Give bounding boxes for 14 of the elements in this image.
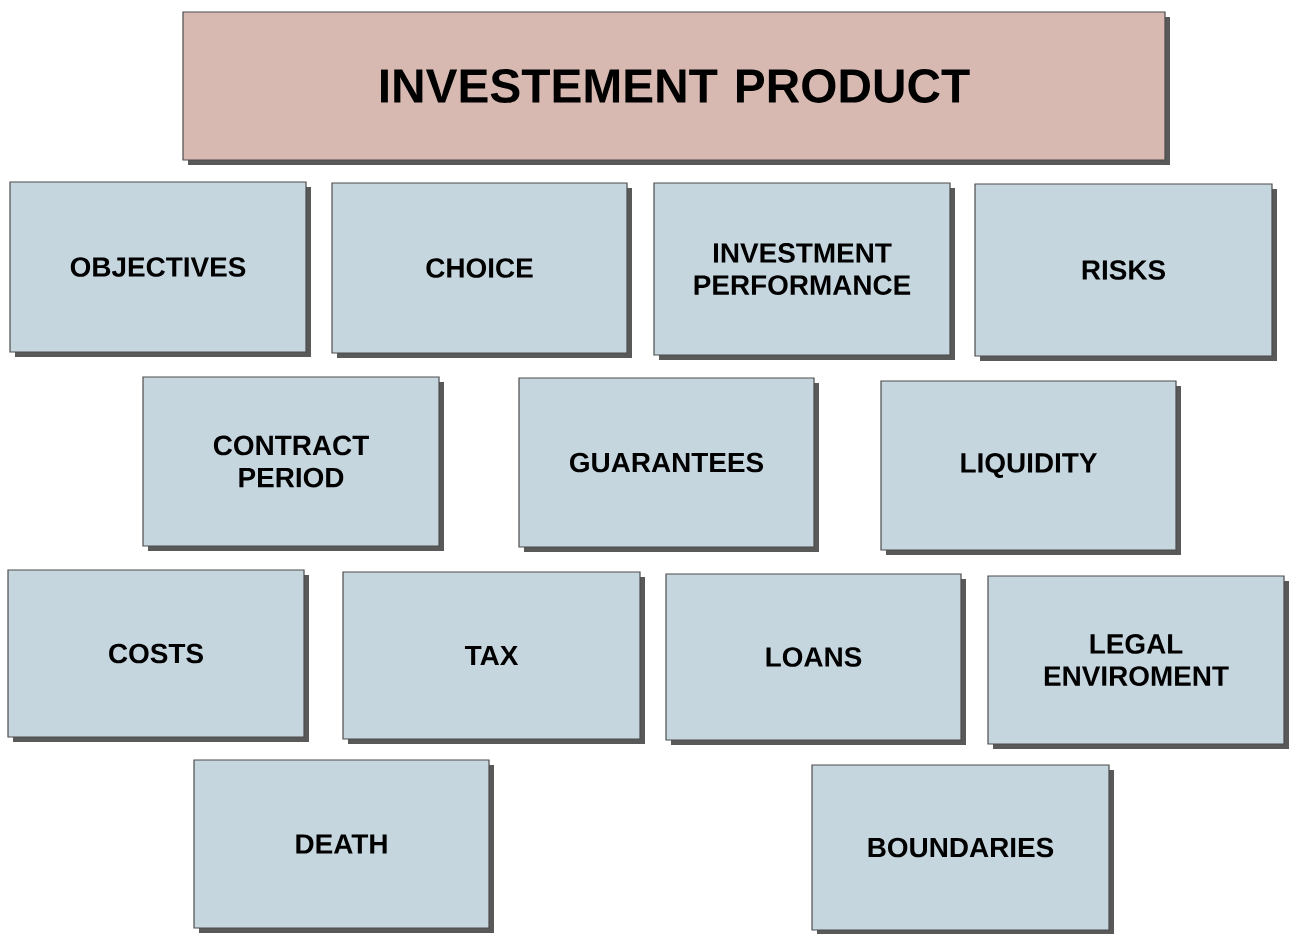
topic-box: RISKS bbox=[974, 183, 1277, 361]
topic-box: DEATH bbox=[193, 759, 494, 933]
topic-box: GUARANTEES bbox=[518, 377, 819, 552]
topic-box: CHOICE bbox=[331, 182, 632, 358]
topic-box: OBJECTIVES bbox=[9, 181, 311, 357]
topic-box: LEGAL ENVIROMENT bbox=[987, 575, 1289, 749]
topic-box: CONTRACT PERIOD bbox=[142, 376, 444, 551]
topic-box: COSTS bbox=[7, 569, 309, 742]
topic-box: LOANS bbox=[665, 573, 966, 745]
topic-box: TAX bbox=[342, 571, 645, 744]
topic-box: LIQUIDITY bbox=[880, 380, 1181, 555]
topic-box: INVESTMENT PERFORMANCE bbox=[653, 182, 955, 360]
title-box: INVESTEMENT PRODUCT bbox=[182, 11, 1170, 165]
topic-box: BOUNDARIES bbox=[811, 764, 1114, 934]
